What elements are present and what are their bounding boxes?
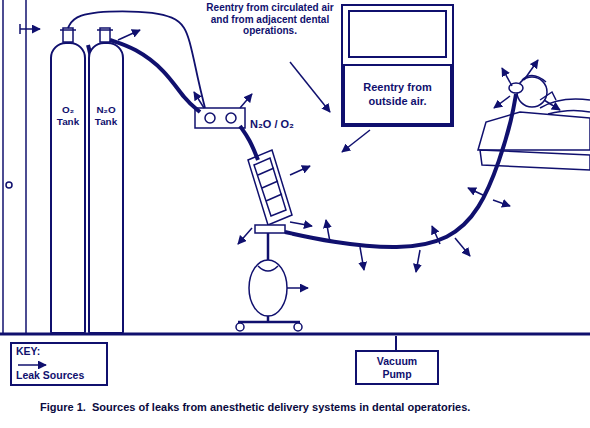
legend-label: Leak Sources: [16, 369, 84, 381]
reentry-callout: Reentry from circulated air and from adj…: [200, 2, 340, 37]
door: [3, 0, 40, 333]
flowmeter-stand: [236, 150, 302, 331]
leak-arrow: [326, 220, 330, 242]
n2o-tank: N₂O Tank: [88, 42, 124, 334]
legend-box: Leak Sources: [10, 342, 108, 386]
leak-arrow: [290, 166, 310, 175]
leak-arrow: [502, 68, 512, 86]
legend-row: Leak Sources: [16, 361, 102, 381]
node-label: Vacuum Pump: [361, 355, 433, 380]
leak-arrow: [194, 92, 204, 108]
leak-arrow: [524, 60, 538, 80]
leak-arrow: [287, 287, 308, 289]
leak-arrows: [118, 30, 560, 288]
leak-arrow: [432, 226, 440, 244]
window: [342, 5, 453, 126]
leak-arrow-swatch: [16, 361, 50, 369]
leak-arrow: [238, 228, 252, 244]
leak-arrow: [494, 96, 510, 108]
key-heading: KEY:: [16, 345, 76, 357]
patient-chair: [478, 75, 590, 170]
tank-valves: [60, 28, 113, 42]
leak-arrow: [360, 247, 364, 270]
leak-arrow: [455, 238, 470, 256]
outside-air-pane: Reentry from outside air.: [343, 64, 452, 125]
leak-arrow: [290, 222, 312, 226]
gas-mix-label: N₂O / O₂: [250, 118, 320, 131]
leader-arrow: [342, 130, 370, 152]
hoses: [68, 11, 516, 247]
leak-arrow: [468, 188, 485, 196]
leader-arrow: [290, 62, 330, 112]
vacuum-line: [395, 336, 397, 350]
node-label: N₂O Tank: [92, 104, 120, 128]
hose: [240, 126, 258, 160]
leak-arrow: [118, 30, 140, 40]
leak-arrow: [240, 94, 252, 108]
figure-caption: Figure 1. Sources of leaks from anesthet…: [40, 401, 585, 413]
o2-tank: O₂ Tank: [50, 42, 86, 334]
node-label: O₂ Tank: [54, 104, 82, 128]
mixer-block: [195, 108, 245, 128]
leak-arrow: [544, 100, 560, 110]
leak-arrow: [493, 200, 510, 206]
vacuum-pump-box: Vacuum Pump: [355, 350, 439, 385]
node-label: Reentry from outside air.: [349, 81, 446, 107]
leak-arrow: [416, 250, 420, 272]
